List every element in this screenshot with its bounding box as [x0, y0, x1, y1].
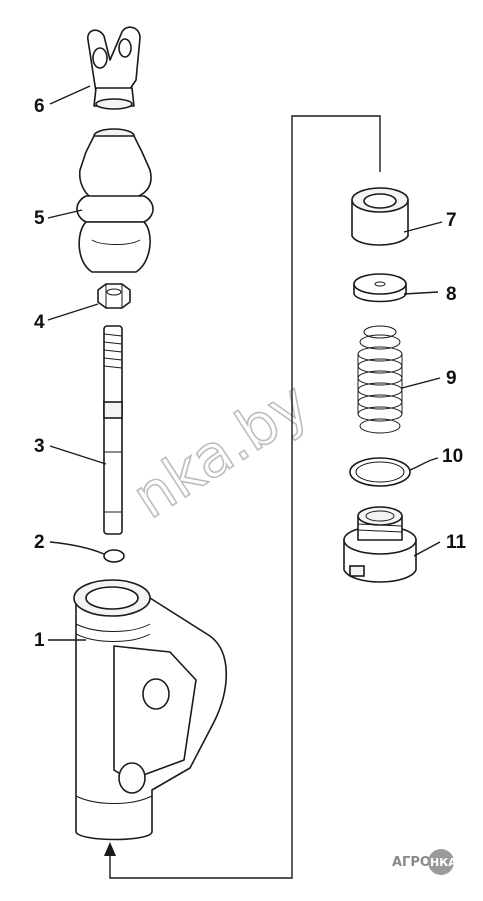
leader-5 — [47, 209, 83, 219]
cylinder-body — [73, 579, 228, 841]
small-ring — [103, 549, 125, 563]
clevis-fork — [87, 26, 141, 110]
threaded-plug — [343, 506, 417, 583]
callout-9: 9 — [446, 368, 457, 389]
rubber-boot — [76, 128, 154, 273]
callout-7: 7 — [446, 210, 457, 231]
leader-3 — [49, 445, 107, 465]
callout-6: 6 — [34, 96, 45, 117]
callout-2: 2 — [34, 532, 45, 553]
logo-badge-icon — [428, 849, 454, 875]
callout-1: 1 — [34, 630, 45, 651]
leader-7 — [403, 221, 443, 233]
callout-5: 5 — [34, 208, 45, 229]
watermark-text: nka.by — [121, 369, 321, 532]
callout-8: 8 — [446, 284, 457, 305]
hex-nut — [97, 283, 131, 309]
leader-2 — [49, 541, 105, 555]
o-ring — [349, 457, 411, 487]
callout-10: 10 — [442, 446, 463, 467]
callout-4: 4 — [34, 312, 45, 333]
end-cap — [351, 187, 409, 246]
callout-11: 11 — [446, 532, 467, 553]
logo-badge-text: НКА — [430, 856, 457, 869]
leader-9 — [401, 377, 441, 389]
callout-3: 3 — [34, 436, 45, 457]
coil-spring — [357, 325, 403, 434]
leader-4 — [47, 303, 99, 321]
push-rod — [103, 325, 123, 535]
logo-text: АГРО — [392, 855, 431, 870]
agro-nka-logo: АГРО НКА — [392, 849, 457, 875]
leader-10 — [409, 457, 439, 471]
leader-11 — [413, 541, 441, 557]
leader-8 — [403, 291, 439, 295]
assembly-arrowhead — [104, 842, 116, 856]
leader-6 — [49, 85, 91, 105]
disc-plate — [353, 273, 407, 303]
assembly-path-line — [109, 115, 381, 879]
